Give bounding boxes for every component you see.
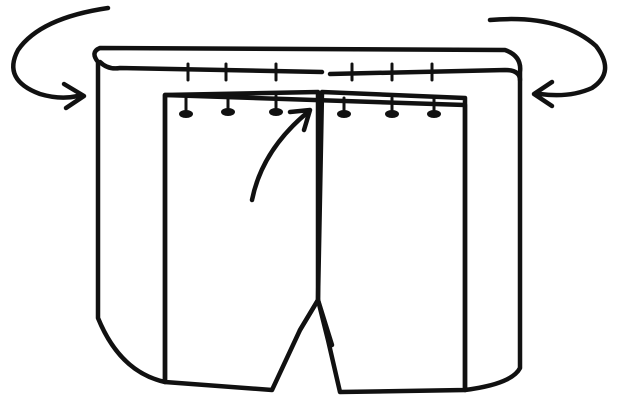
front-left-panel [162,89,321,393]
top-pin-row [186,62,434,82]
back-fabric-panel [92,45,523,393]
center-slit [297,297,335,348]
front-pin-row [179,94,441,118]
curved-arrow-left-icon [11,5,111,111]
curved-arrow-right-icon [487,16,608,109]
curved-arrow-center-icon [249,107,313,203]
front-right-panel [315,89,468,395]
